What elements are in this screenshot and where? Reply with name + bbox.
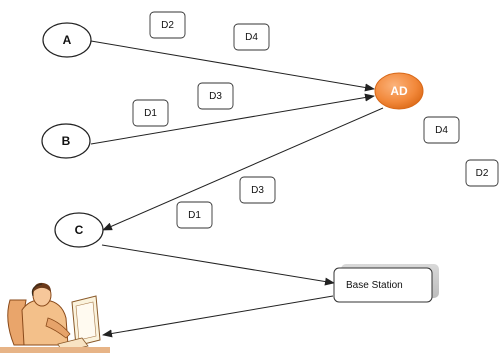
tag-right-d2-label: D2: [476, 168, 489, 179]
arrow-ad-to-c: [102, 107, 384, 231]
tag-top-d2-label: D2: [161, 20, 174, 31]
node-ad-label: AD: [390, 84, 408, 98]
tag-right-d2: D2: [465, 159, 499, 187]
tag-low-d3-label: D3: [251, 185, 264, 196]
tag-right-d4-label: D4: [435, 125, 448, 136]
tag-mid-d3: D3: [197, 82, 234, 110]
node-c-label: C: [75, 223, 84, 237]
base-station[interactable]: Base Station: [333, 264, 439, 303]
base-station-label: Base Station: [346, 280, 403, 291]
node-b-label: B: [62, 134, 71, 148]
connections: [90, 40, 384, 338]
tag-mid-d1-label: D1: [144, 108, 157, 119]
node-b[interactable]: B: [41, 123, 91, 159]
tag-mid-d1: D1: [132, 99, 169, 127]
arrow-c-to-base-station: [101, 244, 335, 286]
node-c[interactable]: C: [54, 212, 104, 248]
tag-low-d1: D1: [176, 201, 213, 229]
arrow-b-to-ad: [90, 93, 375, 145]
arrow-base-station-to-operator: [102, 295, 334, 338]
tag-top-d4-label: D4: [245, 32, 258, 43]
arrow-a-to-ad: [90, 40, 375, 92]
tag-low-d1-label: D1: [188, 210, 201, 221]
tag-top-d4: D4: [233, 23, 270, 51]
node-ad[interactable]: AD: [374, 72, 424, 110]
tag-top-d2: D2: [149, 11, 186, 39]
operator-at-workstation-icon: [0, 282, 110, 353]
tag-mid-d3-label: D3: [209, 91, 222, 102]
node-a-label: A: [63, 33, 72, 47]
tag-right-d4: D4: [423, 116, 460, 144]
node-a[interactable]: A: [42, 22, 92, 58]
tag-low-d3: D3: [239, 176, 276, 204]
